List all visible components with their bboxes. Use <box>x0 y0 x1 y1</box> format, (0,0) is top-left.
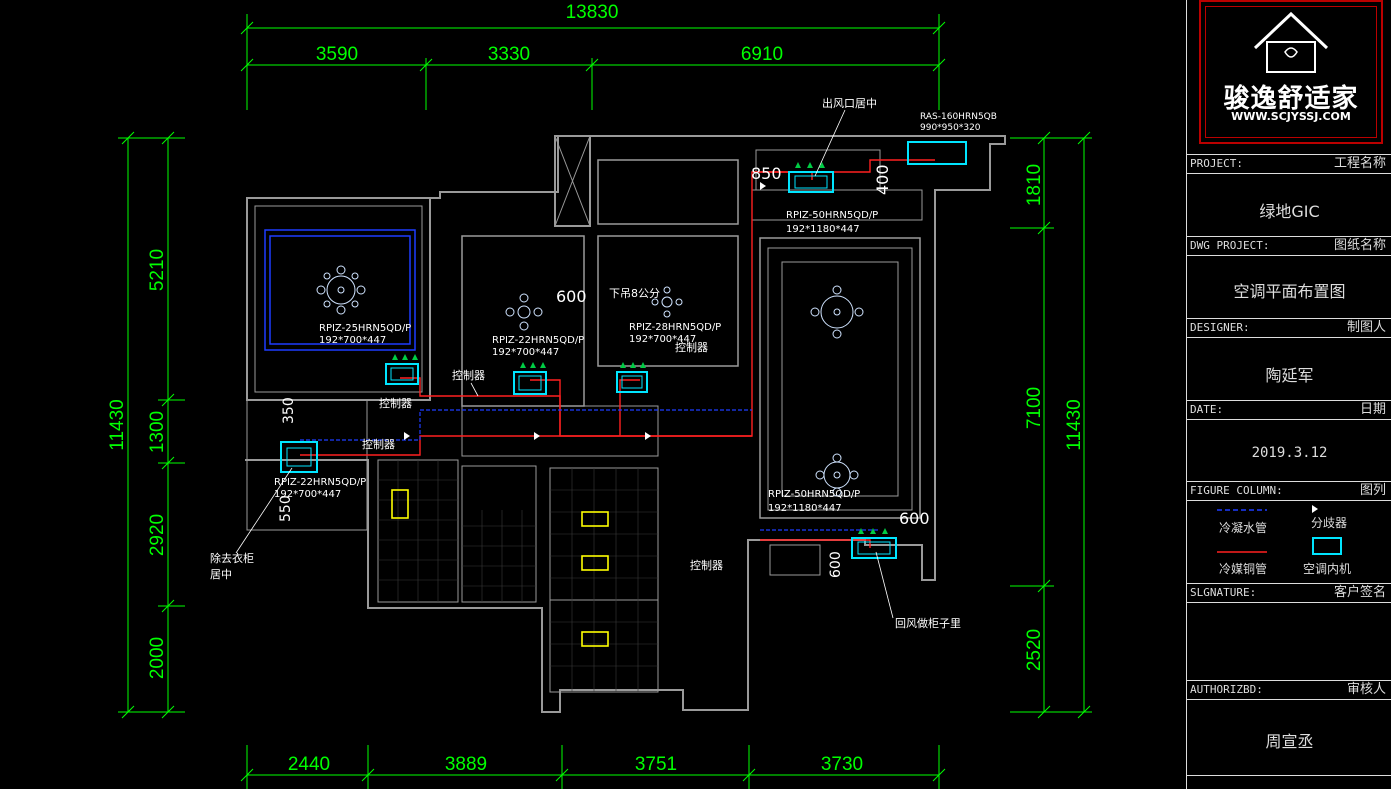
unit-3-size: 192*700*447 <box>629 334 696 345</box>
unit-2-model: RPIZ-22HRN5QD/P <box>492 335 584 346</box>
date-label-en: DATE: <box>1190 403 1224 416</box>
legend-indoor: 空调内机 <box>1303 562 1352 576</box>
dim-inner-850: 850 <box>751 164 782 183</box>
designer-label-en: DESIGNER: <box>1190 321 1250 334</box>
auth-label-en: AUTHORIZBD: <box>1190 683 1263 696</box>
auth-value: 周宣丞 <box>1265 732 1314 751</box>
legend-condensate: 冷凝水管 <box>1219 521 1268 535</box>
logo-name: 骏逸舒适家 <box>1223 84 1359 114</box>
note-leader-lines <box>235 109 894 619</box>
unit-5-model: RPIZ-22HRN5QD/P <box>274 477 366 488</box>
outdoor-unit-size: 990*950*320 <box>920 123 981 133</box>
auth-label-zh: 审核人 <box>1346 682 1386 697</box>
controller-label-2: 控制器 <box>362 437 395 451</box>
dim-bottom-part-2: 3889 <box>445 754 487 775</box>
dim-right-part-3: 2520 <box>1024 629 1045 671</box>
dim-bottom-part-1: 2440 <box>288 754 330 775</box>
unit-4-model: RPIZ-50HRN5QD/P <box>786 210 878 221</box>
unit-airflow-arrows <box>392 162 888 534</box>
controller-label-5: 控制器 <box>690 558 723 572</box>
dim-right-part-1: 1810 <box>1024 164 1045 206</box>
dim-inner-550: 550 <box>278 495 294 522</box>
outdoor-unit-model: RAS-160HRN5QB <box>920 112 997 122</box>
dim-inner-400: 400 <box>873 164 892 195</box>
tile-grid <box>378 460 658 692</box>
note-center: 居中 <box>210 568 232 581</box>
outdoor-unit-icon <box>907 141 967 165</box>
unit-5-size: 192*700*447 <box>274 489 341 500</box>
dim-top-total: 13830 <box>566 2 619 23</box>
right-dimension-lines <box>1010 131 1092 719</box>
figure-header: FIGURE COLUMN: 图列 <box>1187 481 1391 501</box>
dim-left-part-2: 1300 <box>147 411 168 453</box>
logo-url: WWW.SCJYSSJ.COM <box>1231 110 1351 123</box>
unit-1-model: RPIZ-25HRN5QD/P <box>319 323 411 334</box>
project-value: 绿地GIC <box>1259 202 1320 221</box>
dim-left-part-3: 2920 <box>147 514 168 556</box>
dim-right-total: 11430 <box>1064 399 1085 450</box>
controller-label-1: 控制器 <box>379 396 412 410</box>
auth-header: AUTHORIZBD: 审核人 <box>1187 680 1391 700</box>
date-header: DATE: 日期 <box>1187 400 1391 420</box>
unit-2-size: 192*700*447 <box>492 347 559 358</box>
project-label-zh: 工程名称 <box>1333 156 1386 171</box>
house-logo-icon <box>1253 11 1329 73</box>
date-value: 2019.3.12 <box>1251 445 1328 461</box>
branch-joint-icons <box>404 182 766 440</box>
dwg-header: DWG PROJECT: 图纸名称 <box>1187 236 1391 256</box>
controller-label-3: 控制器 <box>452 368 485 382</box>
signature-label-en: SLGNATURE: <box>1190 586 1257 599</box>
note-outlet-center: 出风口居中 <box>822 96 877 110</box>
unit-6-model: RPIZ-50HRN5QD/P <box>768 489 860 500</box>
dim-top-part-1: 3590 <box>316 44 358 65</box>
note-return-air: 回风做柜子里 <box>895 616 961 630</box>
project-header: PROJECT: 工程名称 <box>1187 154 1391 174</box>
dim-left-total: 11430 <box>107 399 128 450</box>
dwg-value: 空调平面布置图 <box>1233 282 1346 301</box>
dim-inner-600-c: 600 <box>828 551 844 578</box>
signature-label-zh: 客户签名 <box>1333 585 1386 600</box>
designer-label-zh: 制图人 <box>1346 320 1386 335</box>
title-block: 骏逸舒适家 WWW.SCJYSSJ.COM PROJECT: 工程名称 绿地GI… <box>1186 0 1391 789</box>
figure-label-zh: 图列 <box>1359 483 1386 498</box>
note-remove-wardrobe: 除去衣柜 <box>210 551 254 565</box>
dim-bottom-part-4: 3730 <box>821 754 863 775</box>
left-dimension-lines <box>118 131 185 719</box>
dim-left-part-1: 5210 <box>147 249 168 291</box>
unit-1-size: 192*700*447 <box>319 335 386 346</box>
figure-label-en: FIGURE COLUMN: <box>1190 484 1283 497</box>
ceiling-outlines <box>264 229 416 351</box>
dim-inner-600-a: 600 <box>556 287 587 306</box>
dim-left-part-4: 2000 <box>147 637 168 679</box>
dim-inner-600-b: 600 <box>899 509 930 528</box>
project-label-en: PROJECT: <box>1190 157 1243 170</box>
unit-6-size: 192*1180*447 <box>768 503 842 514</box>
dim-top-part-3: 6910 <box>741 44 783 65</box>
dim-top-part-2: 3330 <box>488 44 530 65</box>
designer-value: 陶延军 <box>1265 366 1314 385</box>
floor-plan-drawing: 13830 3590 3330 6910 2440 3889 3751 3730… <box>107 2 1092 789</box>
designer-header: DESIGNER: 制图人 <box>1187 318 1391 338</box>
walls <box>245 135 1006 713</box>
note-hang: 下吊8公分 <box>609 287 660 300</box>
legend-graphics <box>1217 505 1342 555</box>
signature-header: SLGNATURE: 客户签名 <box>1187 583 1391 603</box>
bottom-dimension-lines <box>240 745 946 789</box>
company-logo: 骏逸舒适家 WWW.SCJYSSJ.COM <box>1199 0 1383 144</box>
unit-4-size: 192*1180*447 <box>786 224 860 235</box>
controller-label-4: 控制器 <box>675 340 708 354</box>
dim-bottom-part-3: 3751 <box>635 754 677 775</box>
chandelier-icons <box>316 265 864 497</box>
legend-refrigerant: 冷媒铜管 <box>1219 562 1268 576</box>
legend-branch: 分歧器 <box>1311 516 1348 530</box>
dim-right-part-2: 7100 <box>1024 387 1045 429</box>
dim-inner-350: 350 <box>281 397 297 424</box>
indoor-unit-icons <box>280 171 897 559</box>
dwg-label-zh: 图纸名称 <box>1333 238 1386 253</box>
top-dimension-lines <box>240 14 946 110</box>
unit-3-model: RPIZ-28HRN5QD/P <box>629 322 721 333</box>
date-label-zh: 日期 <box>1359 402 1386 417</box>
bathroom-fixtures <box>391 489 609 647</box>
dwg-label-en: DWG PROJECT: <box>1190 239 1270 252</box>
